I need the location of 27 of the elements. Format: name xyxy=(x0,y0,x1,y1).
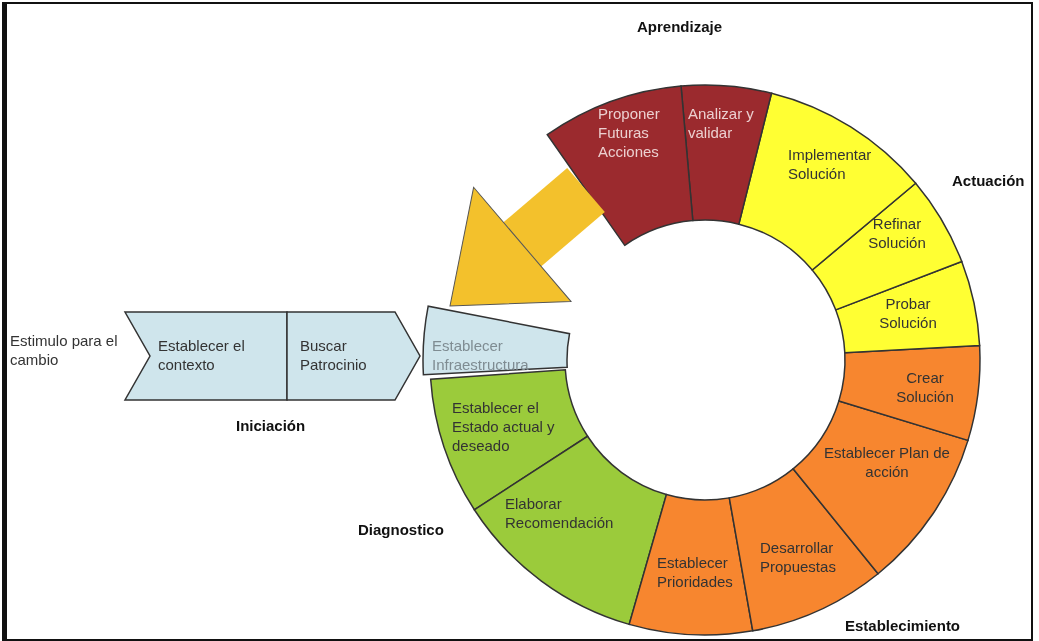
ring-segment xyxy=(629,494,753,635)
step-label: Establecer Infraestructura xyxy=(432,336,530,374)
step-label: Probar Solución xyxy=(878,294,938,332)
step-label: Implementar Solución xyxy=(788,145,873,183)
ring-segment xyxy=(835,261,980,353)
step-label: Proponer Futuras Acciones xyxy=(598,104,661,161)
step-label: Buscar Patrocinio xyxy=(300,336,368,374)
ring-segment xyxy=(423,306,570,375)
step-label: Establecer el Estado actual y deseado xyxy=(452,398,556,455)
step-label: Desarrollar Propuestas xyxy=(760,538,837,576)
step-label: Establecer Plan de acción xyxy=(823,443,951,481)
step-label: Elaborar Recomendación xyxy=(505,494,615,532)
ring-segment xyxy=(838,345,980,441)
phase-title: Iniciación xyxy=(236,417,307,434)
step-label: Analizar y validar xyxy=(688,104,755,142)
step-label: Refinar Solución xyxy=(867,214,927,252)
step-label: Establecer el contexto xyxy=(158,336,246,374)
step-label: Crear Solución xyxy=(895,368,955,406)
chevron-segment xyxy=(287,312,420,400)
step-label: Establecer Prioridades xyxy=(657,553,734,591)
chevron-segment xyxy=(125,312,287,400)
phase-title: Actuación xyxy=(952,172,1026,189)
note-text: Estimulo para el cambio xyxy=(10,331,118,369)
ring-segment xyxy=(681,85,772,225)
phase-title: Establecimiento xyxy=(845,617,962,634)
phase-title: Diagnostico xyxy=(358,521,445,538)
phase-title: Aprendizaje xyxy=(637,18,724,35)
